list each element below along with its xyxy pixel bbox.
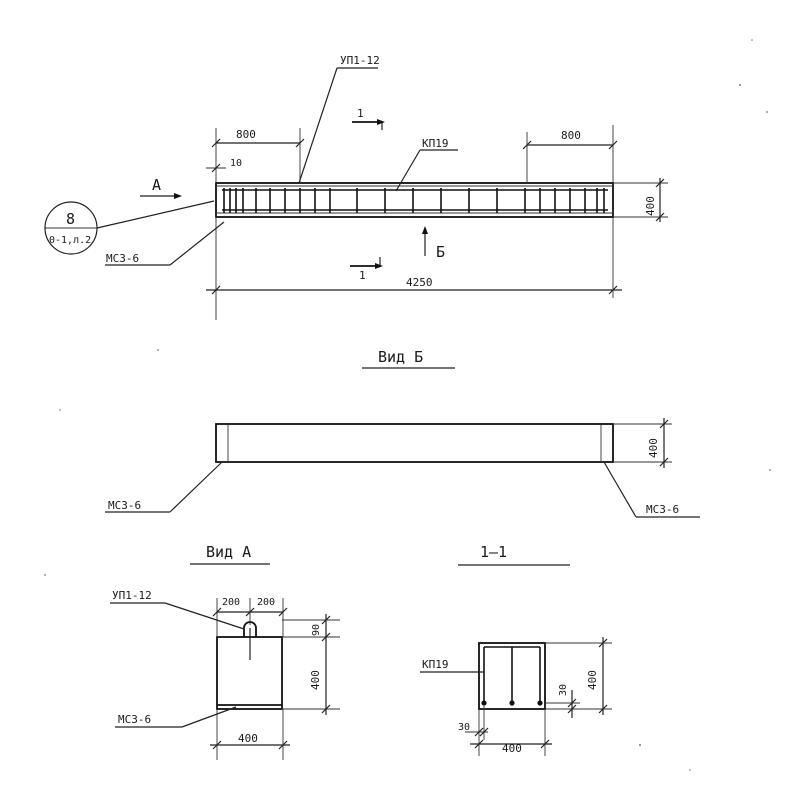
- view-b-title: Вид Б: [378, 348, 423, 366]
- dim-right-800: 800: [561, 129, 581, 142]
- section-dim-400-h: 400: [502, 742, 522, 755]
- view-a-arrow-label: А: [152, 176, 161, 194]
- view-a-title: Вид А: [206, 543, 251, 561]
- label-kp-plan: КП19: [422, 137, 449, 150]
- section-1-1: 1—1 КП19 30 400: [420, 543, 612, 756]
- view-a-dim-400-h: 400: [238, 732, 258, 745]
- dim-4250: 4250: [406, 276, 433, 289]
- section-dim-30-h: 30: [458, 722, 470, 733]
- view-a-dim-400-v: 400: [309, 670, 322, 690]
- view-b-label-left: МС3-6: [108, 499, 141, 512]
- section-mark-bottom: 1: [359, 269, 366, 282]
- view-a-label-up: УП1-12: [112, 589, 152, 602]
- section-label-kp: КП19: [422, 658, 449, 671]
- view-b-arrow-label: Б: [436, 243, 445, 261]
- dim-400-right: 400: [644, 196, 657, 216]
- view-b-dim-400: 400: [647, 438, 660, 458]
- section-dim-30-v: 30: [558, 684, 569, 696]
- section-outline: [478, 642, 546, 710]
- view-b-label-right: МС3-6: [646, 503, 679, 516]
- section-title: 1—1: [480, 543, 507, 561]
- view-b-beam: [215, 423, 614, 463]
- section-mark-top: 1: [357, 107, 364, 120]
- dim-left-800: 800: [236, 128, 256, 141]
- callout-bottom: 0-1,л.2: [49, 235, 91, 246]
- dim-10: 10: [230, 158, 242, 169]
- label-mc-plan: МС3-6: [106, 252, 139, 265]
- view-a-dim-200-right: 200: [257, 597, 275, 608]
- view-b: Вид Б 400 МС3-6 МС3-6: [105, 348, 700, 518]
- label-up-plan: УП1-12: [340, 54, 380, 67]
- view-a-label-mc: МС3-6: [118, 713, 151, 726]
- plan-view: 800 10 800 400 4250 УП1-12 КП19: [44, 54, 668, 320]
- section-dim-400-v: 400: [586, 670, 599, 690]
- beam-outline: [215, 182, 614, 218]
- callout-top: 8: [66, 210, 75, 228]
- view-a: Вид А 200 200 90 400 400: [110, 543, 340, 760]
- view-a-dim-90: 90: [311, 624, 322, 636]
- view-a-dim-200-left: 200: [222, 597, 240, 608]
- scan-noise: [44, 39, 771, 771]
- stirrups-group: [223, 188, 605, 213]
